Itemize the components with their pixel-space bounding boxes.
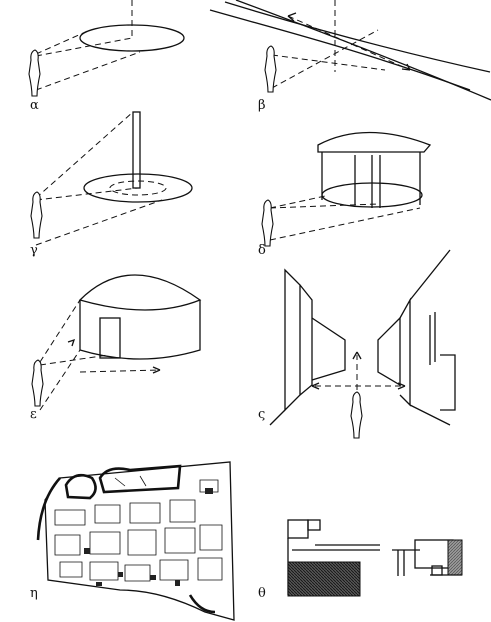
panel-alpha-drawing (28, 0, 185, 97)
viewer-figure (350, 391, 363, 439)
panel-label-stigma: ς (258, 407, 266, 422)
viewer-figure (264, 45, 277, 93)
panel-epsilon-drawing (31, 274, 202, 411)
panel-label-beta: β (258, 98, 266, 113)
viewer-figure (261, 199, 274, 247)
panel-theta-drawing (287, 519, 463, 597)
viewer-figure (28, 49, 41, 97)
panel-gamma-drawing (30, 111, 193, 246)
panel-label-alpha: α (30, 98, 39, 113)
panel-label-eta: η (30, 586, 38, 601)
panel-delta-drawing (261, 131, 432, 247)
panel-beta-drawing (209, 0, 491, 101)
panel-stigma-drawing (269, 249, 456, 439)
panel-label-theta: θ (258, 586, 266, 601)
viewer-figure (30, 191, 43, 239)
panel-label-gamma: γ (30, 243, 38, 258)
panel-label-delta: δ (258, 243, 266, 258)
viewer-figure (31, 359, 44, 407)
panel-label-epsilon: ε (30, 407, 37, 422)
panel-eta-drawing (36, 461, 235, 621)
